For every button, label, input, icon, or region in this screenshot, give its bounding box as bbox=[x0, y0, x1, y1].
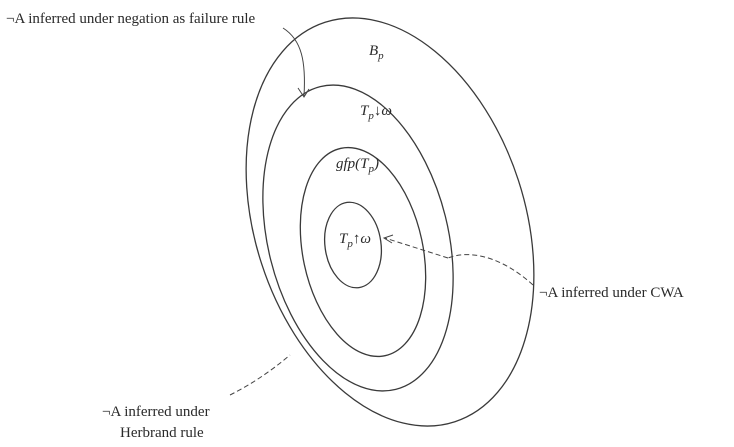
pointer-herbrand bbox=[229, 354, 291, 396]
label-bp: Bp bbox=[369, 43, 384, 62]
label-tp-up-omega: Tp↑ω bbox=[339, 231, 371, 250]
label-herbrand-line2: Herbrand rule bbox=[120, 425, 204, 441]
pointer-negation-as-failure bbox=[282, 27, 305, 97]
label-cwa: ¬A inferred under CWA bbox=[539, 285, 684, 301]
ellipse-tp-down-omega bbox=[262, 84, 454, 392]
label-tp-down-omega: Tp↓ω bbox=[360, 103, 392, 122]
ellipse-gfp bbox=[299, 146, 427, 358]
arrowhead-negation-as-failure bbox=[297, 87, 310, 98]
pointer-cwa-curve bbox=[447, 254, 534, 286]
pointer-cwa-line bbox=[384, 237, 449, 259]
label-herbrand-line1: ¬A inferred under bbox=[102, 404, 210, 420]
arrowhead-cwa bbox=[382, 234, 394, 244]
ellipse-bp bbox=[245, 17, 535, 427]
label-negation-as-failure: ¬A inferred under negation as failure ru… bbox=[6, 11, 256, 27]
ellipse-tp-up-omega bbox=[323, 201, 383, 289]
label-gfp: gfp(Tp) bbox=[336, 156, 379, 175]
